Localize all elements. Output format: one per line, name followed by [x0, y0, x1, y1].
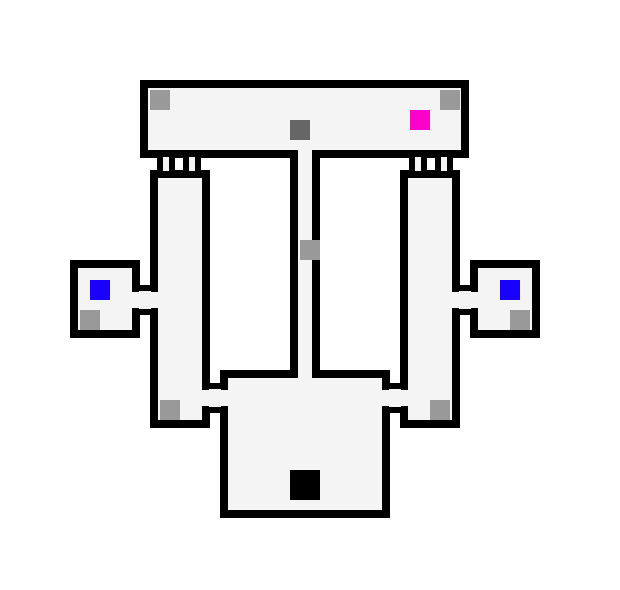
- corridor-floor-join: [298, 150, 312, 378]
- right-side-floor-join: [452, 292, 478, 308]
- door-marker: [80, 310, 100, 330]
- connector-top-left-b: [183, 151, 201, 177]
- enemy-marker: [90, 280, 110, 300]
- door-marker: [440, 90, 460, 110]
- bottom-right-floor-join: [382, 390, 408, 406]
- door-marker: [430, 400, 450, 420]
- connector-top-right-b: [435, 151, 453, 177]
- objective-marker: [290, 120, 310, 140]
- connector-top-left-a: [157, 151, 175, 177]
- player-marker: [290, 470, 320, 500]
- item-marker: [410, 110, 430, 130]
- enemy-marker: [500, 280, 520, 300]
- door-marker: [510, 310, 530, 330]
- left-corridor-room: [150, 170, 210, 428]
- connector-top-right-a: [409, 151, 427, 177]
- left-side-floor-join: [132, 292, 158, 308]
- door-marker: [300, 240, 320, 260]
- right-corridor-room: [400, 170, 460, 428]
- bottom-left-floor-join: [202, 390, 228, 406]
- door-marker: [150, 90, 170, 110]
- door-marker: [160, 400, 180, 420]
